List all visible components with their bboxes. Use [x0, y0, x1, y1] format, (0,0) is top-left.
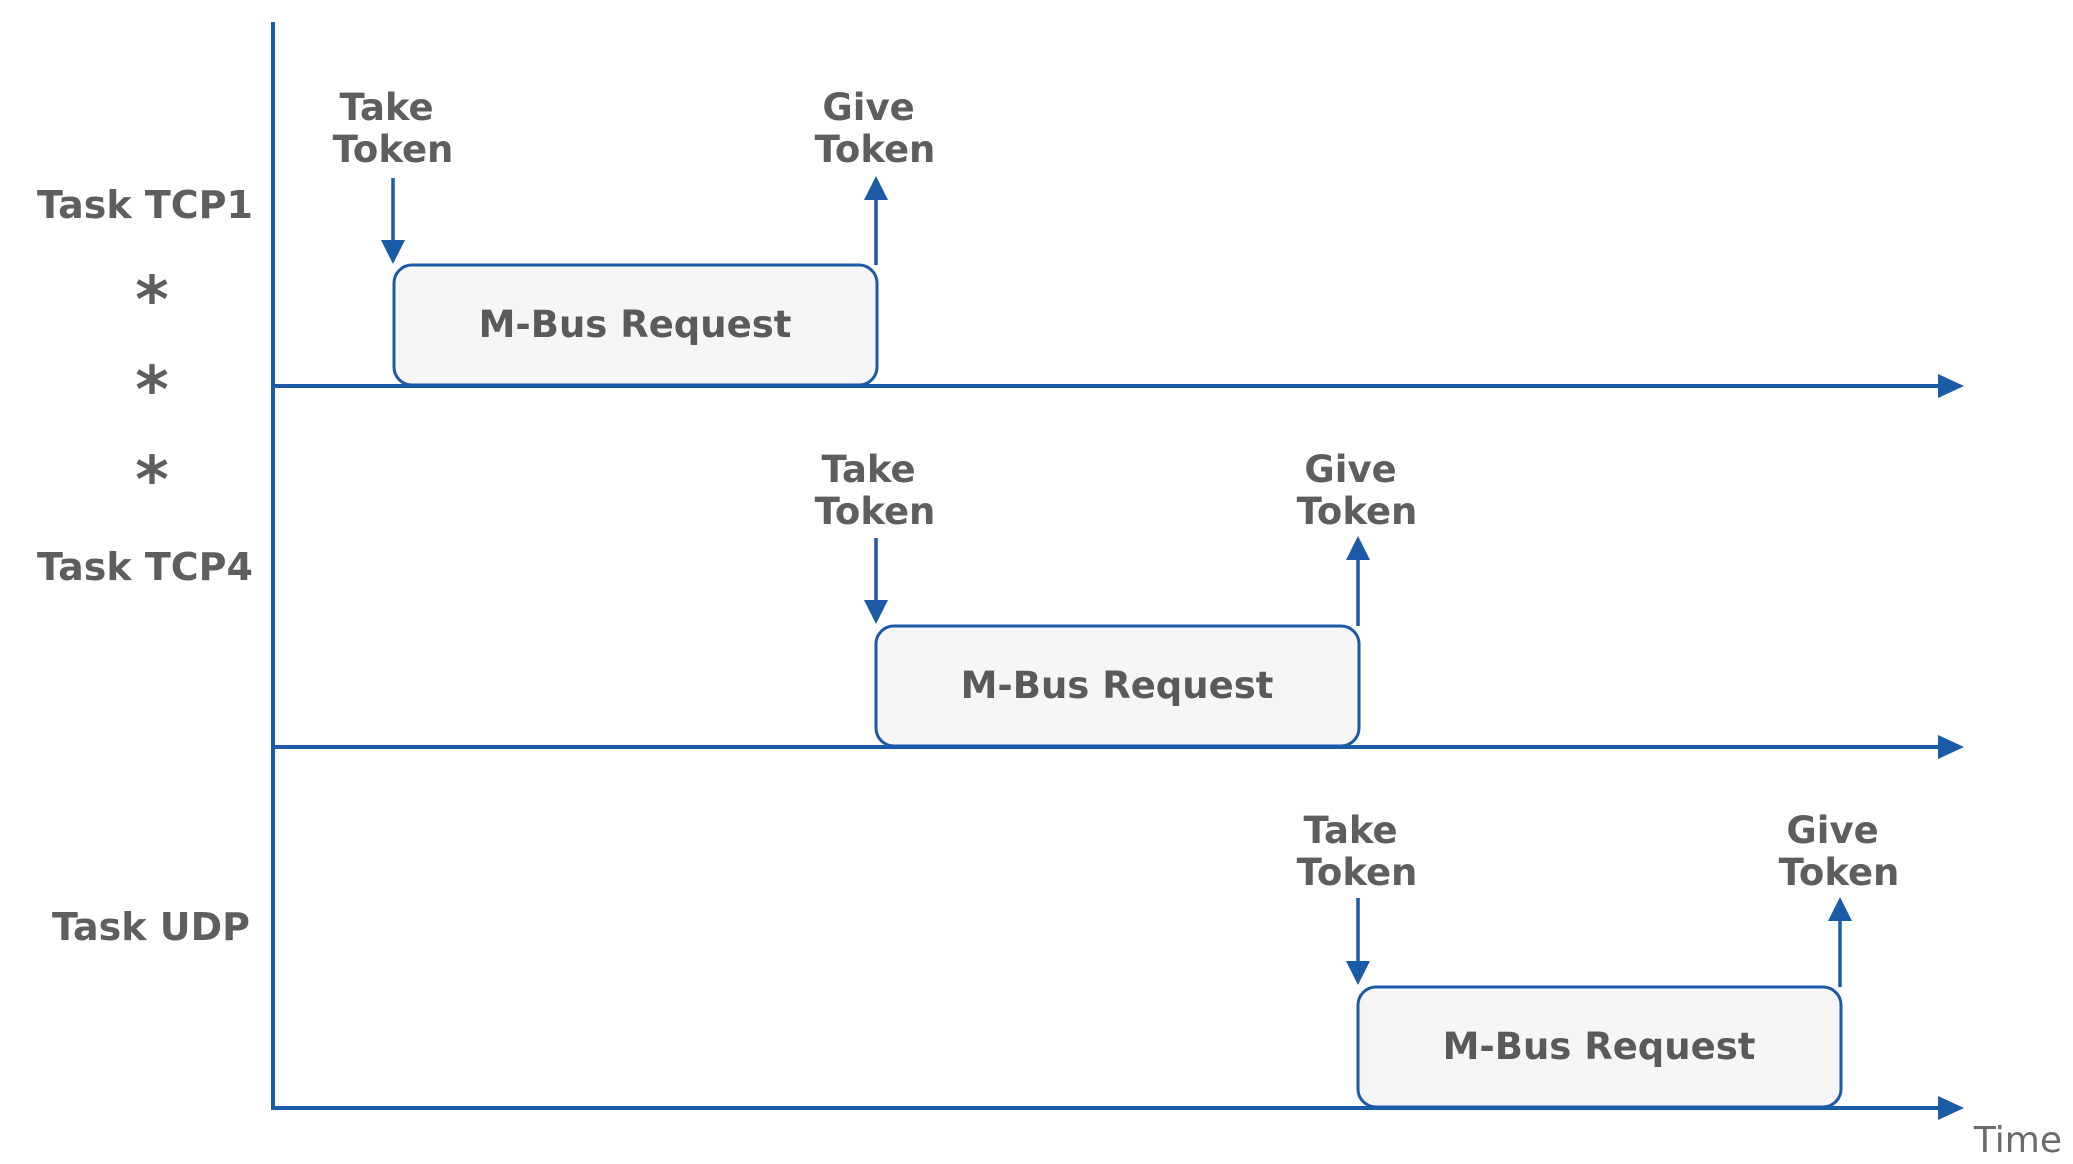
take-token-label: Take Token: [333, 86, 454, 171]
time-axis-label: Time: [1973, 1120, 2062, 1161]
separator-asterisk: *: [135, 354, 168, 428]
take-token-arrowhead: [381, 240, 405, 264]
give-token-line-1: Give: [1786, 809, 1878, 852]
task-label: Task UDP: [52, 905, 250, 949]
task-label: Task TCP1: [37, 183, 253, 227]
take-token-line-1: Take: [339, 86, 433, 129]
give-token-label: Give Token: [815, 86, 936, 171]
mbus-request-label: M-Bus Request: [961, 664, 1274, 707]
give-token-label: Give Token: [1297, 448, 1418, 533]
take-token-arrowhead: [1346, 961, 1370, 985]
take-token-line-2: Token: [815, 490, 936, 533]
give-token-line-2: Token: [1297, 490, 1418, 533]
give-token-line-2: Token: [1779, 851, 1900, 894]
take-token-label: Take Token: [815, 448, 936, 533]
mbus-request-box: [392, 263, 879, 387]
time-axis-arrowhead: [1938, 1096, 1964, 1120]
task-label: Task TCP4: [37, 545, 253, 589]
take-token-line-2: Token: [333, 128, 454, 171]
give-token-arrowhead: [864, 176, 888, 200]
give-token-line-2: Token: [815, 128, 936, 171]
separator-asterisk: *: [135, 264, 168, 338]
give-token-line-1: Give: [1304, 448, 1396, 491]
mbus-request-label: M-Bus Request: [479, 303, 792, 346]
mbus-request-box: [1356, 985, 1843, 1109]
give-token-label: Give Token: [1779, 809, 1900, 894]
take-token-line-1: Take: [1303, 809, 1397, 852]
time-axis-arrowhead: [1938, 735, 1964, 759]
take-token-arrowhead: [864, 600, 888, 624]
give-token-arrowhead: [1346, 536, 1370, 560]
give-token-arrowhead: [1828, 897, 1852, 921]
mbus-request-label: M-Bus Request: [1443, 1025, 1756, 1068]
give-token-line-1: Give: [822, 86, 914, 129]
separator-asterisk: *: [135, 444, 168, 518]
take-token-label: Take Token: [1297, 809, 1418, 894]
take-token-line-2: Token: [1297, 851, 1418, 894]
time-axis-arrowhead: [1938, 374, 1964, 398]
take-token-line-1: Take: [821, 448, 915, 491]
mbus-request-box: [874, 624, 1361, 748]
